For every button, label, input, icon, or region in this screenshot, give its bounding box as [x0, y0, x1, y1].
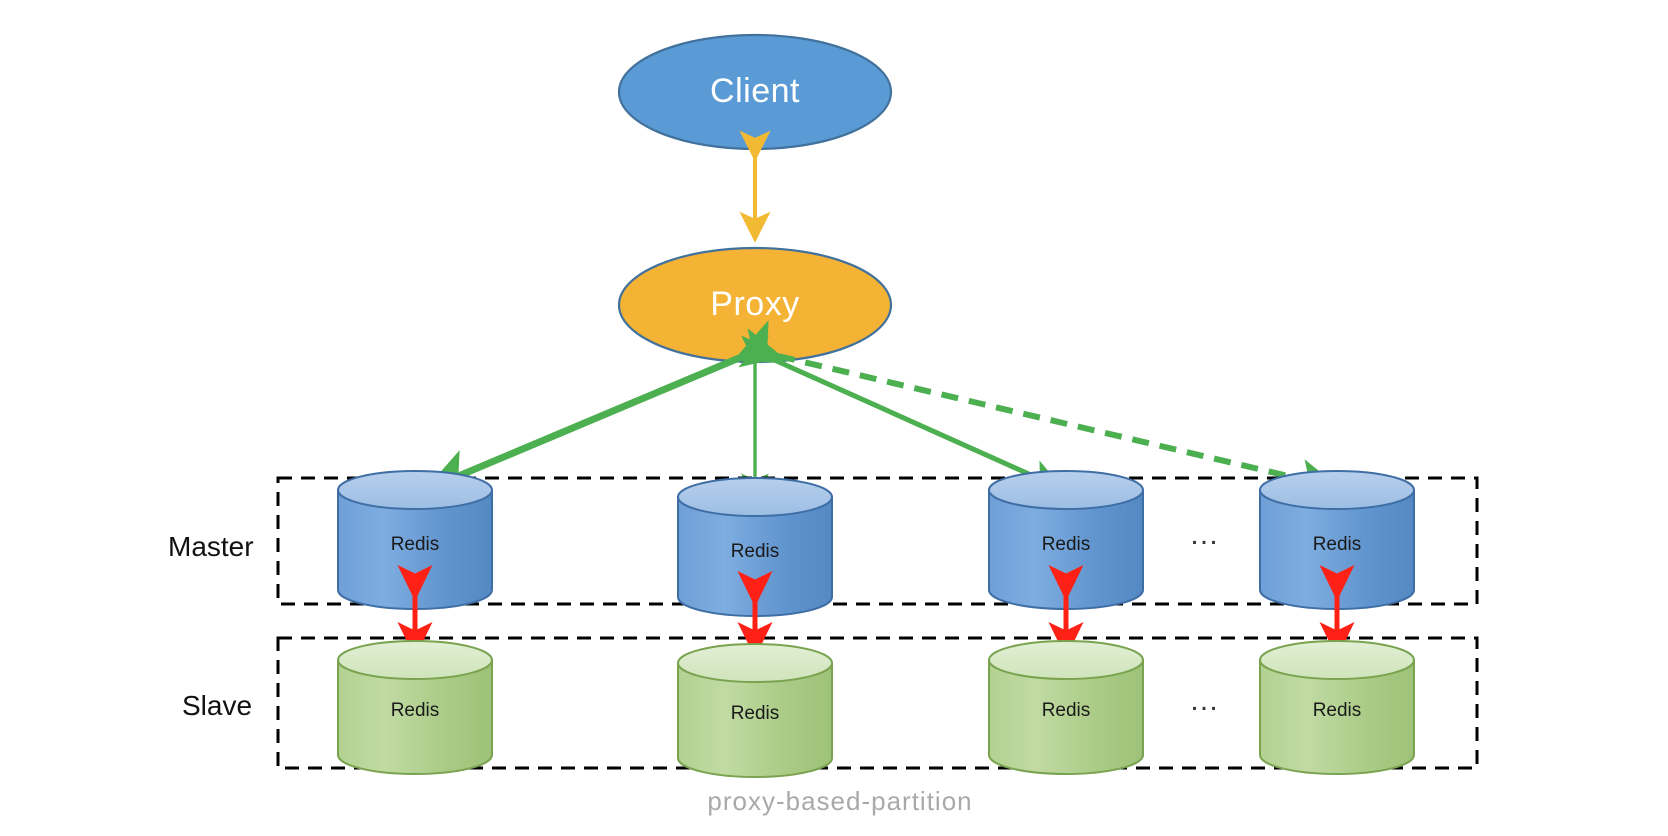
proxy-node[interactable]	[617, 246, 893, 364]
master-node-4[interactable]	[1259, 470, 1415, 610]
slave-node-4[interactable]	[1259, 640, 1415, 775]
master-node-2[interactable]	[677, 477, 833, 617]
master-node-3[interactable]	[988, 470, 1144, 610]
slave-group	[276, 636, 1479, 770]
master-group	[276, 476, 1479, 606]
slave-node-3[interactable]	[988, 640, 1144, 775]
proxy-master-1-link	[424, 320, 787, 494]
master-node-1[interactable]	[337, 470, 493, 610]
proxy-master-3-link	[735, 330, 1065, 492]
proxy-master-4-link	[738, 328, 1341, 499]
client-node[interactable]	[617, 33, 893, 151]
slave-node-1[interactable]	[337, 640, 493, 775]
slave-node-2[interactable]	[677, 643, 833, 778]
